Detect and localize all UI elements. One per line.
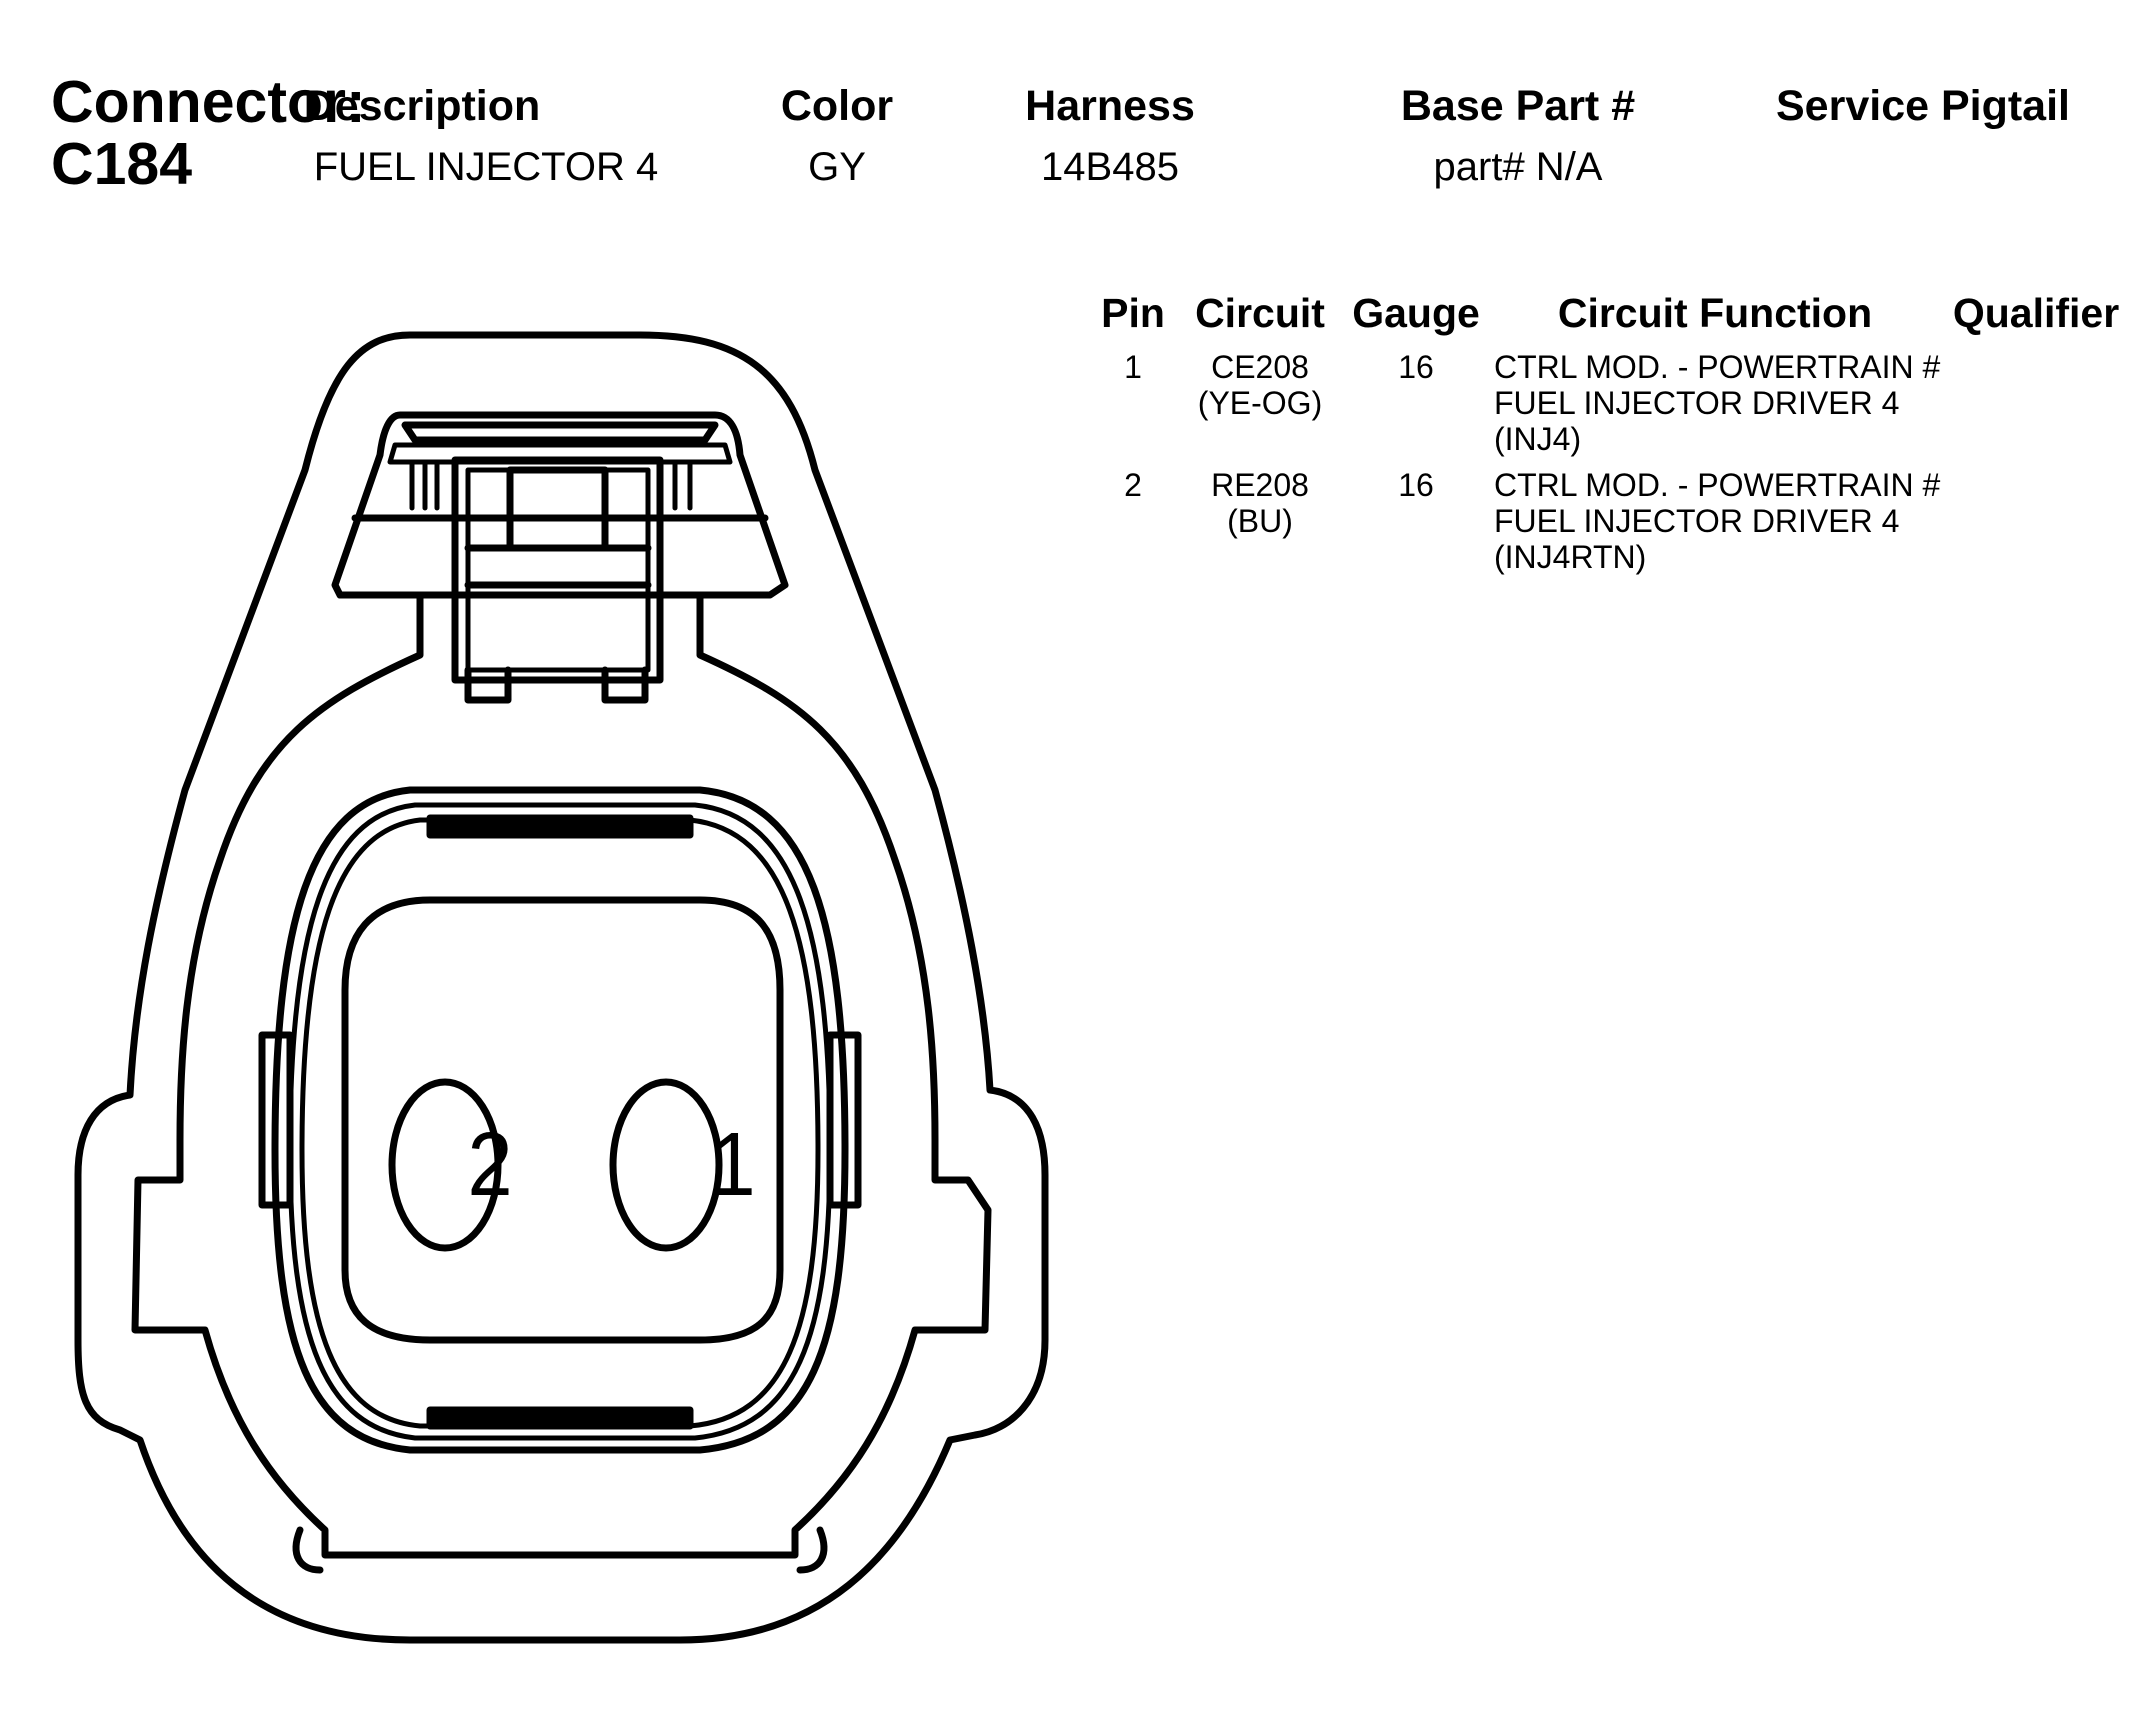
pin-cavity-1	[609, 1078, 723, 1252]
circuit-id: CE208	[1211, 349, 1309, 385]
connector-face-diagram: 2 1	[74, 331, 1049, 1644]
service-pigtail-header: Service Pigtail	[1776, 82, 2070, 130]
bottom-rib-left	[292, 1526, 324, 1574]
pin-cavity-2	[388, 1078, 502, 1252]
color-header: Color	[780, 82, 894, 130]
latch-tongue-crossbar	[464, 544, 652, 589]
harness-value: 14B485	[1041, 145, 1179, 189]
description-value: FUEL INJECTOR 4	[313, 145, 659, 189]
terminal-cavity-block	[341, 896, 784, 1344]
circuit-function-line: FUEL INJECTOR DRIVER 4	[1494, 503, 1900, 539]
pin-cavity-label: 2	[467, 1114, 512, 1215]
description-header: Description	[303, 82, 541, 130]
latch-tongue	[451, 456, 664, 684]
circuit-id: RE208	[1211, 467, 1309, 503]
latch-tongue-window	[506, 466, 609, 552]
base-part-value: part# N/A	[1433, 145, 1603, 189]
pin-column-header: Pin	[1101, 290, 1165, 336]
side-key-right	[826, 1031, 862, 1209]
gauge-column-header: Gauge	[1352, 290, 1480, 336]
pin-cavity-label: 1	[710, 1114, 755, 1215]
harness-header: Harness	[1025, 82, 1195, 130]
circuit-wire-color: (YE-OG)	[1197, 385, 1323, 421]
base-part-header: Base Part #	[1400, 82, 1636, 130]
circuit-function-line: FUEL INJECTOR DRIVER 4	[1494, 385, 1900, 421]
locking-latch-top	[331, 411, 789, 599]
circuit-function-line: (INJ4RTN)	[1494, 539, 1647, 575]
circuit-function-line: (INJ4)	[1494, 421, 1582, 457]
wire-gauge: 16	[1398, 467, 1434, 503]
housing-inner-outline	[131, 591, 992, 1559]
seal-ring-outer	[271, 786, 849, 1454]
circuit-function-column-header: Circuit Function	[1557, 290, 1873, 336]
locking-latch-inner-bar	[401, 421, 719, 444]
seal-bar-top	[426, 814, 694, 839]
latch-tongue-feet	[464, 666, 649, 704]
seal-bar-bottom	[426, 1406, 694, 1430]
connector-housing-outline	[74, 331, 1049, 1644]
color-value: GY	[808, 145, 866, 189]
bottom-rib-right	[796, 1526, 828, 1574]
circuit-function-line: CTRL MOD. - POWERTRAIN #	[1494, 349, 1941, 385]
circuit-wire-color: (BU)	[1227, 503, 1293, 539]
connector-id: C184	[51, 131, 193, 197]
wire-gauge: 16	[1398, 349, 1434, 385]
qualifier-column-header: Qualifier	[1952, 290, 2120, 336]
seal-ring-middle	[287, 802, 833, 1441]
circuit-column-header: Circuit	[1195, 290, 1325, 336]
side-key-left	[258, 1031, 294, 1209]
latch-tongue-inner	[465, 467, 651, 673]
locking-latch-inner-strip	[387, 442, 733, 465]
circuit-function-line: CTRL MOD. - POWERTRAIN #	[1494, 467, 1941, 503]
pin-number: 2	[1124, 467, 1142, 503]
connector-label: Connector:	[51, 69, 366, 135]
pin-number: 1	[1124, 349, 1142, 385]
